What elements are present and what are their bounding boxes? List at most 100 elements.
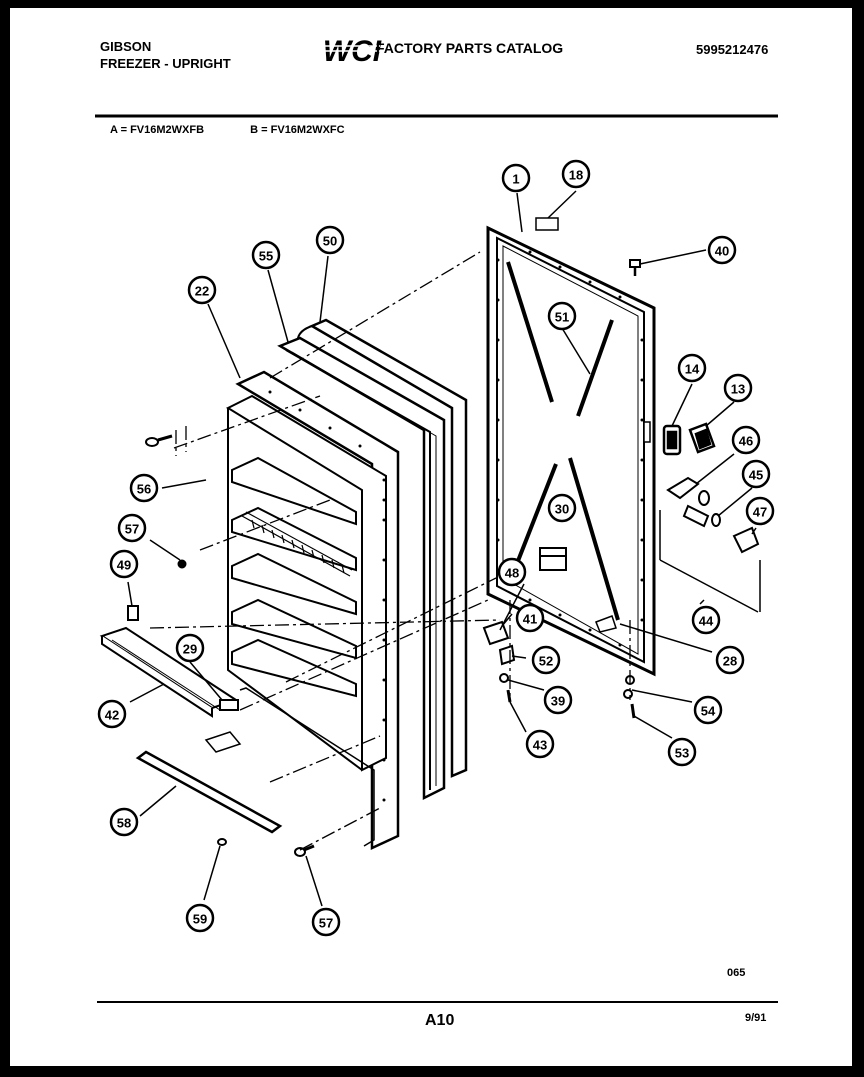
callout-52: 52	[531, 645, 561, 675]
callout-56: 56	[129, 473, 159, 503]
callout-57: 57	[117, 513, 147, 543]
model-a: A = FV16M2WXFB	[110, 124, 205, 136]
callout-44: 44	[691, 605, 721, 635]
callout-59: 59	[185, 903, 215, 933]
screw-40	[629, 259, 641, 276]
callout-number: 46	[739, 434, 753, 449]
callout-circle	[723, 373, 753, 403]
callout-45: 45	[741, 459, 771, 489]
callout-circle	[175, 633, 205, 663]
callout-number: 52	[539, 654, 553, 669]
callout-circle	[497, 557, 527, 587]
callout-circle	[543, 685, 573, 715]
callout-number: 1	[512, 172, 519, 187]
callout-47: 47	[745, 496, 775, 526]
callout-number: 54	[701, 704, 716, 719]
callout-number: 56	[137, 482, 151, 497]
callout-28: 28	[715, 645, 745, 675]
handle-covers	[662, 422, 716, 456]
product-type: FREEZER - UPRIGHT	[100, 56, 231, 71]
callout-number: 43	[533, 738, 547, 753]
catalog-number: 5995212476	[696, 42, 769, 57]
door-stop-bracket	[99, 626, 242, 753]
callout-circle	[707, 235, 737, 265]
alignment-lines	[149, 251, 631, 851]
callout-circle	[693, 695, 723, 725]
drawing-code: 065	[727, 967, 746, 979]
callout-circle	[691, 605, 721, 635]
callout-circle	[547, 301, 577, 331]
callout-circle	[311, 907, 341, 937]
callout-circle	[667, 737, 697, 767]
callout-number: 59	[193, 912, 207, 927]
callout-18: 18	[561, 159, 591, 189]
callout-circle	[185, 903, 215, 933]
callout-circle	[109, 549, 139, 579]
callout-circle	[741, 459, 771, 489]
callout-number: 39	[551, 694, 565, 709]
callout-number: 44	[699, 614, 714, 629]
callout-48: 48	[497, 557, 527, 587]
callout-43: 43	[525, 729, 555, 759]
callout-46: 46	[731, 425, 761, 455]
callout-circle	[731, 425, 761, 455]
callout-circle	[315, 225, 345, 255]
callout-number: 30	[555, 502, 569, 517]
screw-59	[217, 838, 227, 846]
callout-50: 50	[315, 225, 345, 255]
callout-number: 58	[117, 816, 131, 831]
callout-circle	[97, 699, 127, 729]
screw-56-top	[145, 434, 173, 447]
callout-number: 14	[685, 362, 700, 377]
outer-door-panel	[486, 225, 656, 677]
callout-number: 28	[723, 654, 737, 669]
callout-circle	[251, 240, 281, 270]
callout-number: 47	[753, 505, 767, 520]
model-b: B = FV16M2WXFC	[250, 124, 345, 136]
callout-number: 51	[555, 310, 569, 325]
callout-22: 22	[187, 275, 217, 305]
callout-number: 13	[731, 382, 745, 397]
spacer-30	[127, 605, 139, 621]
callout-circle	[129, 473, 159, 503]
model-list: A = FV16M2WXFB B = FV16M2WXFC	[110, 124, 345, 136]
inner-door-liner	[225, 370, 400, 850]
callout-number: 45	[749, 468, 763, 483]
callout-circle	[745, 496, 775, 526]
date-code: 9/91	[745, 1012, 767, 1024]
callout-53: 53	[667, 737, 697, 767]
callout-29: 29	[175, 633, 205, 663]
door-label	[535, 217, 559, 231]
callout-number: 41	[523, 612, 537, 627]
callout-30: 30	[547, 493, 577, 523]
handle-bar	[135, 750, 283, 834]
screw-57-lower	[294, 844, 315, 857]
callout-circle	[715, 645, 745, 675]
callout-57: 57	[311, 907, 341, 937]
leader-lines	[127, 190, 757, 907]
callout-circle	[515, 603, 545, 633]
callout-number: 18	[569, 168, 583, 183]
brand-name: GIBSON	[100, 39, 152, 54]
latch-assembly	[659, 476, 761, 613]
callout-circle	[187, 275, 217, 305]
callout-55: 55	[251, 240, 281, 270]
wci-logo: WCI	[323, 35, 382, 66]
callout-14: 14	[677, 353, 707, 383]
page-code: A10	[425, 1012, 455, 1029]
callout-58: 58	[109, 807, 139, 837]
catalog-title: FACTORY PARTS CATALOG	[376, 40, 564, 56]
callout-41: 41	[515, 603, 545, 633]
callout-circle	[109, 807, 139, 837]
callout-number: 57	[125, 522, 139, 537]
callout-circle	[117, 513, 147, 543]
callout-54: 54	[693, 695, 723, 725]
callout-circle	[531, 645, 561, 675]
bolt-57-upper	[177, 559, 187, 569]
callout-49: 49	[109, 549, 139, 579]
callout-number: 42	[105, 708, 119, 723]
callout-42: 42	[97, 699, 127, 729]
callout-number: 55	[259, 249, 273, 264]
callout-circle	[561, 159, 591, 189]
